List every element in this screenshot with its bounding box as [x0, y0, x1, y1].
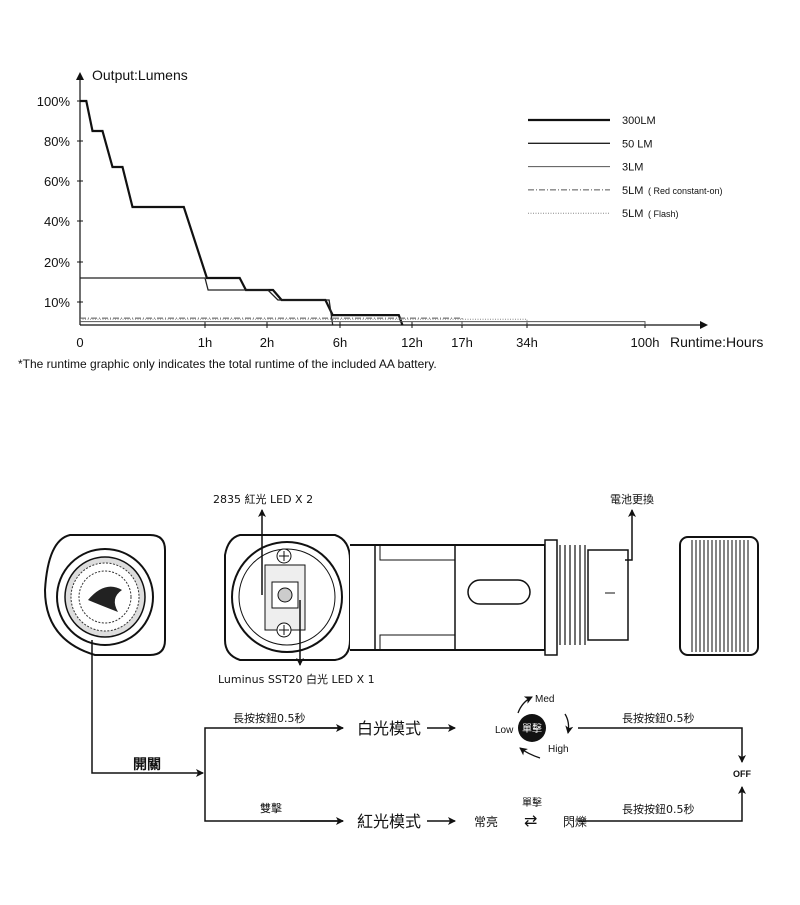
white-path-action: 長按按鈕0.5秒: [233, 711, 306, 725]
legend-label: 300LM: [622, 115, 656, 127]
series-line-1: [80, 277, 334, 326]
legend-label: 5LM: [622, 208, 643, 220]
red-path-action: 雙擊: [260, 801, 282, 815]
y-axis-arrow-icon: [76, 72, 84, 80]
y-tick-label: 10%: [44, 295, 70, 310]
red-off-line: [578, 786, 746, 822]
y-tick-label: 20%: [44, 255, 70, 270]
cycle-center-label: 單擊: [522, 722, 542, 735]
x-tick-label: 6h: [333, 335, 347, 350]
x-axis-label: Runtime:Hours: [670, 334, 763, 350]
x-tick-label: 2h: [260, 335, 274, 350]
cycle-arrow-icon: [517, 696, 533, 714]
legend-label: 5LM: [622, 185, 643, 197]
y-tick-label: 40%: [44, 214, 70, 229]
cycle-high: High: [548, 744, 569, 755]
x-tick-label: 0: [76, 335, 83, 350]
toggle-arrows-icon: ⇄: [524, 813, 537, 830]
white-led-label: Luminus SST20 白光 LED X 1: [218, 672, 375, 686]
y-tick-label: 100%: [37, 94, 71, 109]
x-tick-label: 34h: [516, 335, 538, 350]
series-line-4: [80, 318, 528, 325]
x-tick-label: 17h: [451, 335, 473, 350]
legend-label: 3LM: [622, 162, 643, 174]
legend-label: 50 LM: [622, 138, 653, 150]
cycle-arrow-icon: [564, 713, 574, 734]
cycle-low: Low: [495, 725, 514, 736]
series-line-0: [80, 99, 404, 326]
red-mode-label: 紅光模式: [357, 812, 421, 831]
red-led-label: 2835 紅光 LED X 2: [213, 492, 313, 506]
cycle-arrow-icon: [519, 747, 541, 759]
white-off-action: 長按按鈕0.5秒: [622, 711, 695, 725]
switch-label: 開關: [133, 757, 161, 773]
single-click-badge: [518, 714, 546, 742]
branch-line: [204, 727, 343, 822]
chart-footnote: *The runtime graphic only indicates the …: [18, 357, 437, 371]
cycle-med: Med: [535, 694, 554, 705]
flashlight-body: [224, 534, 629, 661]
x-tick-label: 12h: [401, 335, 423, 350]
runtime-chart: Output:Lumens Runtime:Hours *The runtime…: [18, 67, 763, 371]
steady-label: 常亮: [474, 814, 498, 829]
y-tick-label: 80%: [44, 134, 70, 149]
white-off-line: [578, 727, 746, 763]
flashlight-head-front: [43, 534, 166, 656]
battery-label: 電池更換: [610, 493, 654, 506]
battery-callout-arrow: [625, 509, 636, 561]
flashlight-tailcap: [679, 536, 759, 656]
off-label: OFF: [733, 769, 751, 779]
x-tick-label: 100h: [631, 335, 660, 350]
series-line-2: [80, 321, 646, 325]
legend-note: ( Flash): [648, 209, 679, 219]
y-axis-label: Output:Lumens: [92, 67, 188, 83]
white-mode-label: 白光模式: [357, 719, 421, 738]
legend-note: ( Red constant-on): [648, 186, 723, 196]
flash-label: 閃爍: [563, 814, 587, 829]
y-tick-label: 60%: [44, 174, 70, 189]
switch-flow-line: [91, 640, 204, 777]
red-off-action: 長按按鈕0.5秒: [622, 802, 695, 816]
flashlight-diagram: 2835 紅光 LED X 2 電池更換 Luminus SST20 白光 LE…: [43, 492, 759, 831]
x-tick-label: 1h: [198, 335, 212, 350]
toggle-action: 單擊: [522, 796, 542, 809]
x-axis-arrow-icon: [700, 321, 708, 329]
series-line-3: [80, 317, 463, 325]
